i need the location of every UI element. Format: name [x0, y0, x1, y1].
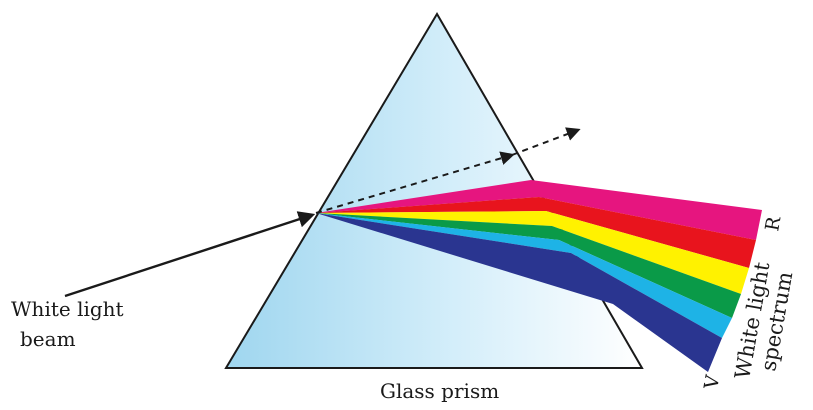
prism-label: Glass prism	[380, 379, 499, 403]
undeviated-path-dashed-out	[511, 127, 581, 156]
violet-marker-label: V	[700, 373, 724, 392]
red-marker-label: R	[761, 214, 785, 233]
incident-label-line1: White light	[11, 297, 124, 321]
band-green	[316, 213, 741, 318]
undeviated-path-dashed	[315, 151, 515, 214]
incident-beam-arrow	[64, 211, 316, 298]
band-cyan	[316, 213, 732, 338]
band-red	[316, 197, 756, 268]
band-yellow	[316, 211, 749, 294]
spectrum-fan	[316, 180, 762, 372]
band-magenta	[316, 180, 762, 240]
incident-label-line2: beam	[20, 327, 76, 351]
band-blue	[316, 213, 722, 372]
